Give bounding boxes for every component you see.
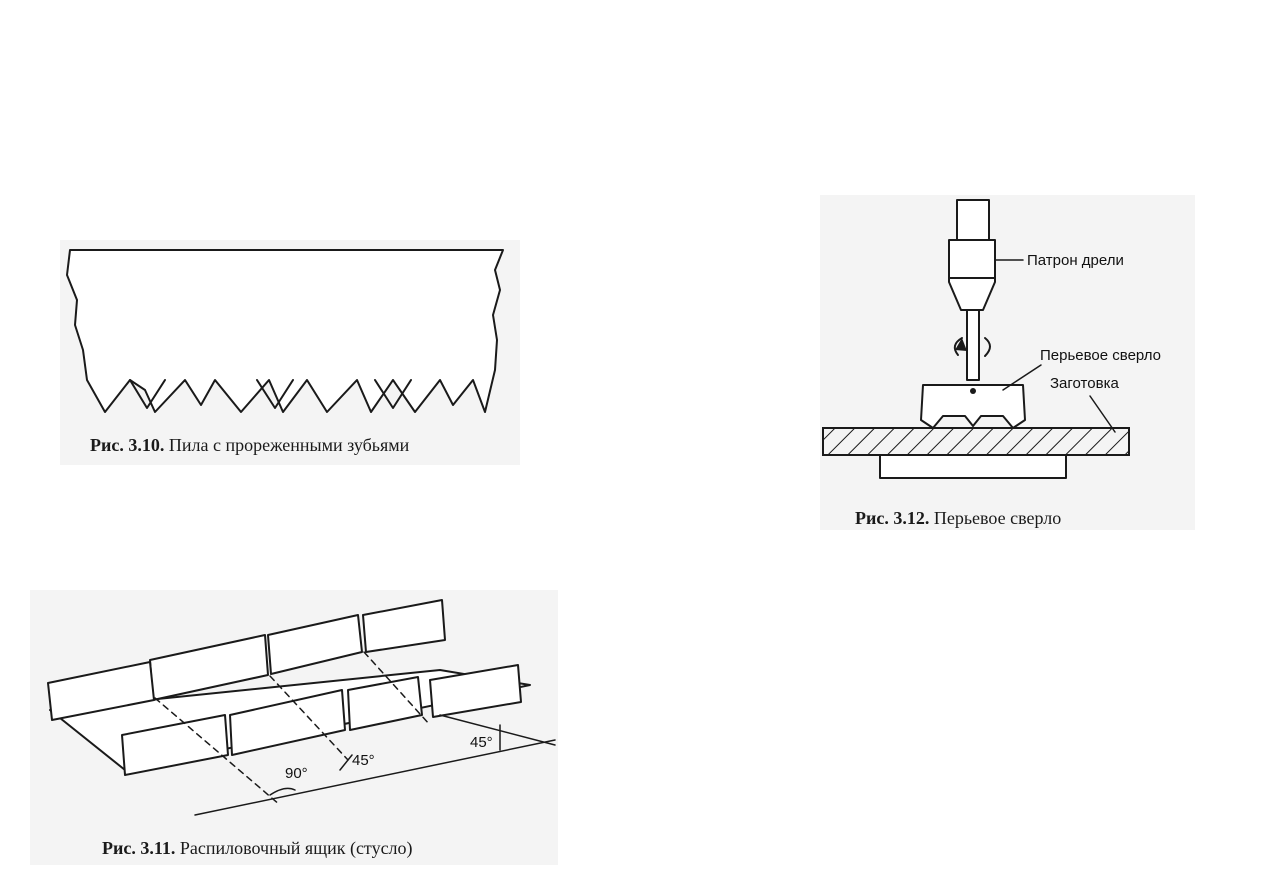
figure-3-10: Рис. 3.10. Пила с прореженными зубьями	[55, 230, 525, 470]
angle-label-45-side: 45°	[470, 734, 493, 751]
figure-3-10-caption: Рис. 3.10. Пила с прореженными зубьями	[90, 435, 409, 456]
figure-3-12-title: Перьевое сверло	[934, 508, 1061, 528]
support-block	[880, 455, 1066, 478]
figure-3-11-caption: Рис. 3.11. Распиловочный ящик (стусло)	[102, 838, 413, 859]
mitre-box-drawing: 90° 45° 45°	[30, 590, 560, 870]
figure-3-12-number: Рис. 3.12.	[855, 508, 929, 528]
drill-chuck	[949, 240, 995, 278]
figure-3-12: Патрон дрели Перьевое сверло Заготовка Р…	[815, 190, 1200, 540]
label-chuck: Патрон дрели	[1027, 252, 1124, 269]
figure-3-12-caption: Рис. 3.12. Перьевое сверло	[855, 508, 1061, 529]
angle-label-45-bottom: 45°	[352, 752, 375, 769]
drill-shaft	[957, 200, 989, 240]
figure-3-11: 90° 45° 45° Рис. 3.11. Распиловочный ящи…	[30, 590, 560, 870]
angle-label-90: 90°	[285, 765, 308, 782]
figure-3-11-number: Рис. 3.11.	[102, 838, 175, 858]
label-workpiece: Заготовка	[1050, 375, 1119, 392]
bit-center	[970, 388, 976, 394]
figure-3-11-title: Распиловочный ящик (стусло)	[180, 838, 413, 858]
workpiece-board	[823, 428, 1129, 455]
label-bit: Перьевое сверло	[1040, 347, 1161, 364]
bit-shank	[967, 310, 979, 380]
saw-drawing	[55, 230, 525, 470]
figure-3-10-title: Пила с прореженными зубьями	[169, 435, 409, 455]
drill-drawing: Патрон дрели Перьевое сверло Заготовка	[815, 190, 1200, 540]
figure-3-10-number: Рис. 3.10.	[90, 435, 164, 455]
